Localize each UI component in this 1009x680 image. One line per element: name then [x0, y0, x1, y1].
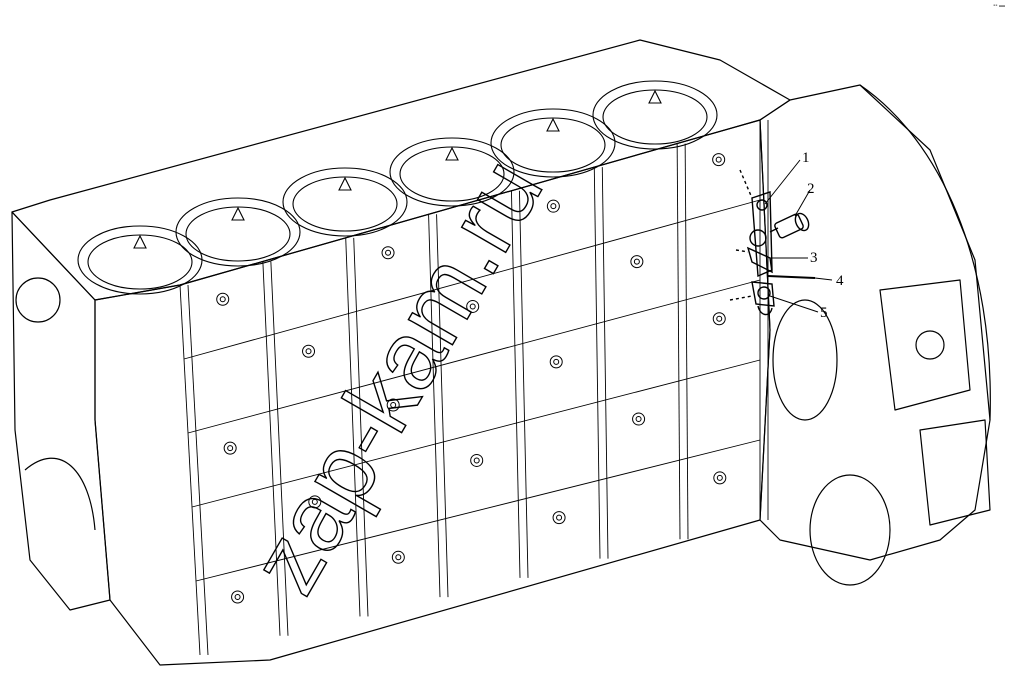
bolt-boss-hole — [219, 296, 226, 303]
rib-vertical-edge — [518, 190, 529, 578]
rib-vertical — [593, 167, 601, 559]
bolt-boss — [216, 292, 230, 306]
bolt-boss — [470, 453, 484, 467]
rib-vertical-edge — [601, 167, 609, 559]
bolt-boss — [549, 355, 563, 369]
bolt-boss — [231, 590, 245, 604]
sensor-plug — [769, 212, 810, 239]
rib-vertical-edge — [353, 237, 369, 617]
bolt-boss-hole — [473, 457, 480, 464]
front-cover-bore — [772, 299, 838, 421]
callout-2: 2 — [807, 181, 815, 197]
bolt-boss-hole — [469, 303, 476, 310]
bolt-boss — [466, 299, 480, 313]
rib-vertical-edge — [270, 261, 289, 636]
callout-1: 1 — [802, 150, 810, 166]
rib-vertical-edge — [187, 284, 209, 656]
assembly-guide-line — [729, 169, 753, 301]
bolt-boss-hole — [556, 514, 563, 521]
bracket-hole-upper — [756, 199, 768, 211]
callout-labels: 1 2 3 4 5 — [802, 150, 844, 321]
leader-5 — [769, 295, 819, 313]
cylinder-bores — [77, 80, 718, 295]
rib-vertical — [676, 143, 681, 540]
bolt-boss — [546, 199, 560, 213]
watermark: zap-kam.ru — [231, 141, 564, 610]
left-end-arc — [24, 457, 96, 531]
cylinder-4 — [389, 137, 515, 207]
bellhousing-curve — [859, 84, 991, 421]
rib-horizontal — [183, 199, 761, 360]
bolt-boss-hole — [311, 498, 318, 505]
bolt-boss-hole — [715, 156, 722, 163]
bracket-arm — [746, 246, 773, 274]
bolt-boss — [381, 246, 395, 260]
cylinder-2 — [175, 197, 301, 267]
callout-5: 5 — [820, 305, 828, 321]
right-flange-plate — [879, 279, 971, 411]
engine-block — [11, 39, 991, 666]
rib-vertical — [428, 214, 441, 598]
cylinder-3 — [282, 167, 408, 237]
leader-1 — [764, 159, 801, 205]
rib-horizontal — [187, 279, 761, 434]
callout-3: 3 — [810, 250, 818, 266]
rib-vertical — [262, 261, 281, 636]
cylinder-6 — [592, 80, 718, 150]
bolt-boss-hole — [395, 554, 402, 561]
bolt-boss — [630, 255, 644, 269]
left-end-bore — [15, 277, 61, 323]
rib-vertical-edge — [436, 214, 449, 598]
bolt-boss — [632, 412, 646, 426]
bolt-boss — [223, 441, 237, 455]
clamp-body — [751, 281, 775, 316]
bolt-boss-hole — [385, 249, 392, 256]
leader-2 — [794, 189, 811, 217]
bracket-hole-lower — [749, 229, 767, 247]
rib-vertical — [345, 237, 361, 617]
bolt-boss-hole — [716, 474, 723, 481]
rib-vertical — [179, 284, 201, 656]
bolt-boss-hole — [635, 416, 642, 423]
bolt-boss-hole — [633, 258, 640, 265]
bolt-boss — [386, 398, 400, 412]
cylinder-1 — [77, 225, 203, 295]
bolt-boss-hole — [550, 203, 557, 210]
rib-vertical-edge — [684, 143, 689, 540]
retaining-pin — [767, 275, 816, 279]
bolt-boss-hole — [553, 358, 560, 365]
bolt-boss-hole — [390, 402, 397, 409]
lower-pump-bore — [809, 474, 891, 586]
leader-4 — [814, 277, 833, 281]
callout-4: 4 — [836, 273, 844, 289]
bolt-boss-hole — [716, 315, 723, 322]
bolt-boss — [552, 511, 566, 525]
block-right-end — [759, 84, 991, 561]
sensor-assembly — [729, 169, 816, 316]
bolt-boss — [302, 344, 316, 358]
bolt-boss — [391, 550, 405, 564]
rib-horizontal — [195, 439, 761, 582]
lower-flange-plate — [919, 419, 991, 526]
bolt-boss — [712, 312, 726, 326]
bolt-boss-hole — [227, 445, 234, 452]
block-ribs — [179, 120, 769, 656]
bolt-boss-hole — [234, 593, 241, 600]
block-left-end — [11, 211, 111, 611]
flange-hole — [915, 330, 945, 360]
block-bolt-bosses — [216, 153, 727, 604]
rib-horizontal — [191, 359, 761, 508]
rib-vertical — [510, 190, 521, 578]
bolt-boss — [712, 153, 726, 167]
bolt-boss — [713, 471, 727, 485]
callout-leaders — [764, 159, 833, 313]
cylinder-5 — [490, 108, 616, 178]
bolt-boss-hole — [305, 348, 312, 355]
bolt-boss — [308, 495, 322, 509]
corner-mark: ▪▪ ▬ — [993, 3, 1005, 9]
